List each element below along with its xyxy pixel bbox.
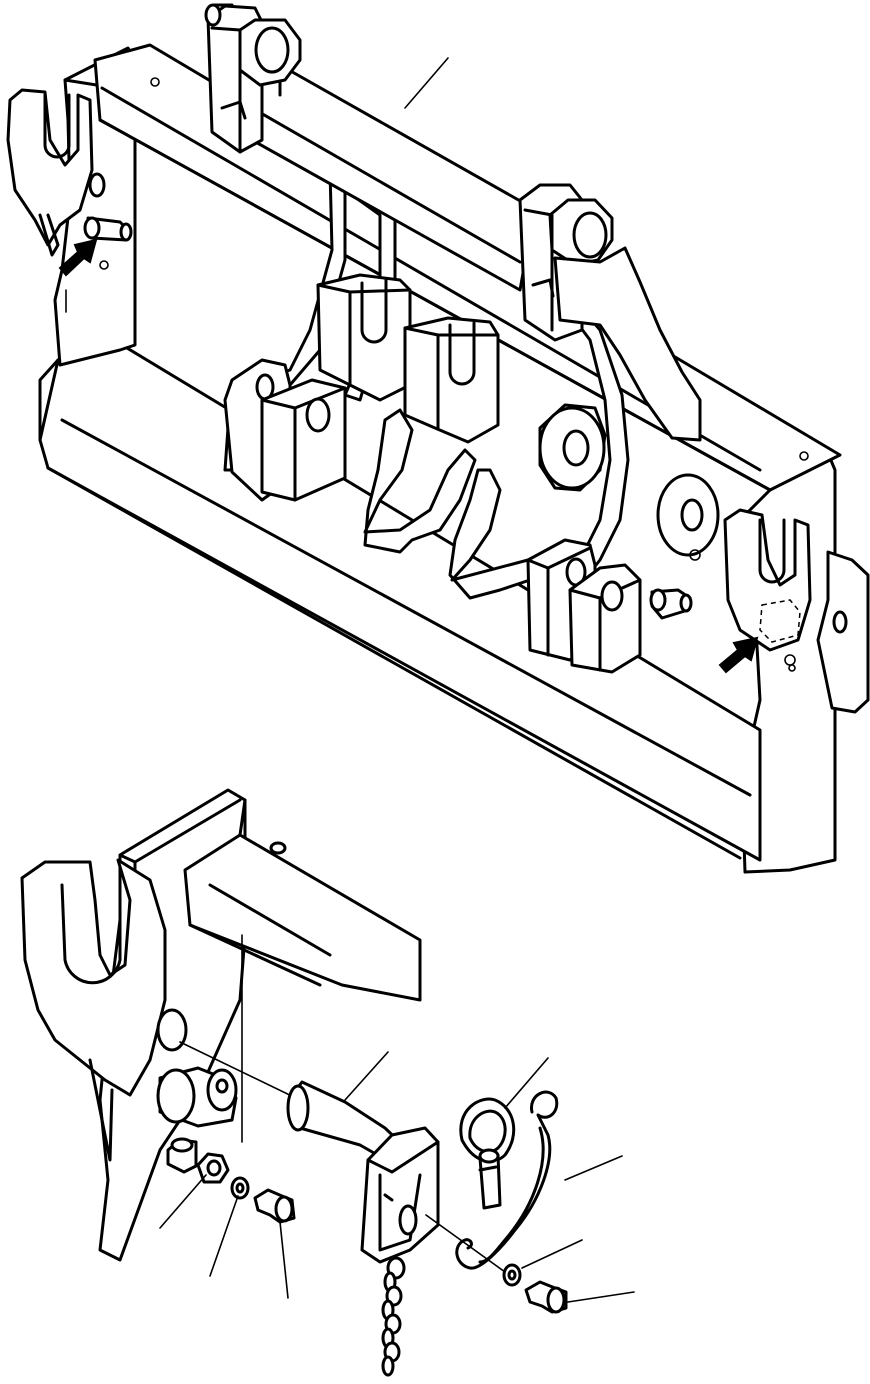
pin-detail-assembly (20, 788, 635, 1377)
right-lug-block-front (568, 563, 642, 674)
detail-pin-hole (156, 1008, 188, 1052)
right-hidden-pin (759, 599, 801, 643)
top-right-arm (553, 246, 702, 442)
curved-support-left (363, 408, 477, 554)
curved-support-right (448, 468, 532, 600)
front-lug-block (260, 378, 347, 502)
right-pin-arrow-icon (718, 636, 759, 674)
left-pin-arrow-icon (58, 238, 98, 277)
retaining-cable (455, 1090, 559, 1270)
leader-cable-washer (521, 1239, 583, 1269)
leader-retaining-cable (564, 1155, 623, 1181)
leader-cable-bolt (567, 1291, 635, 1303)
leader-locking-pin (344, 1051, 389, 1101)
leader-lynch-pin (504, 1057, 549, 1109)
left-hook-plate (6, 88, 94, 247)
coupler-frame-assembly (6, 3, 870, 874)
leader-spacer-washer (209, 1195, 239, 1277)
leader-spacer-nut (159, 1174, 207, 1229)
leader-frame-top-bar (404, 57, 449, 109)
leader-spacer-bolt (279, 1221, 289, 1299)
detail-hook-plate (20, 858, 167, 1097)
retaining-chain (381, 1256, 406, 1377)
